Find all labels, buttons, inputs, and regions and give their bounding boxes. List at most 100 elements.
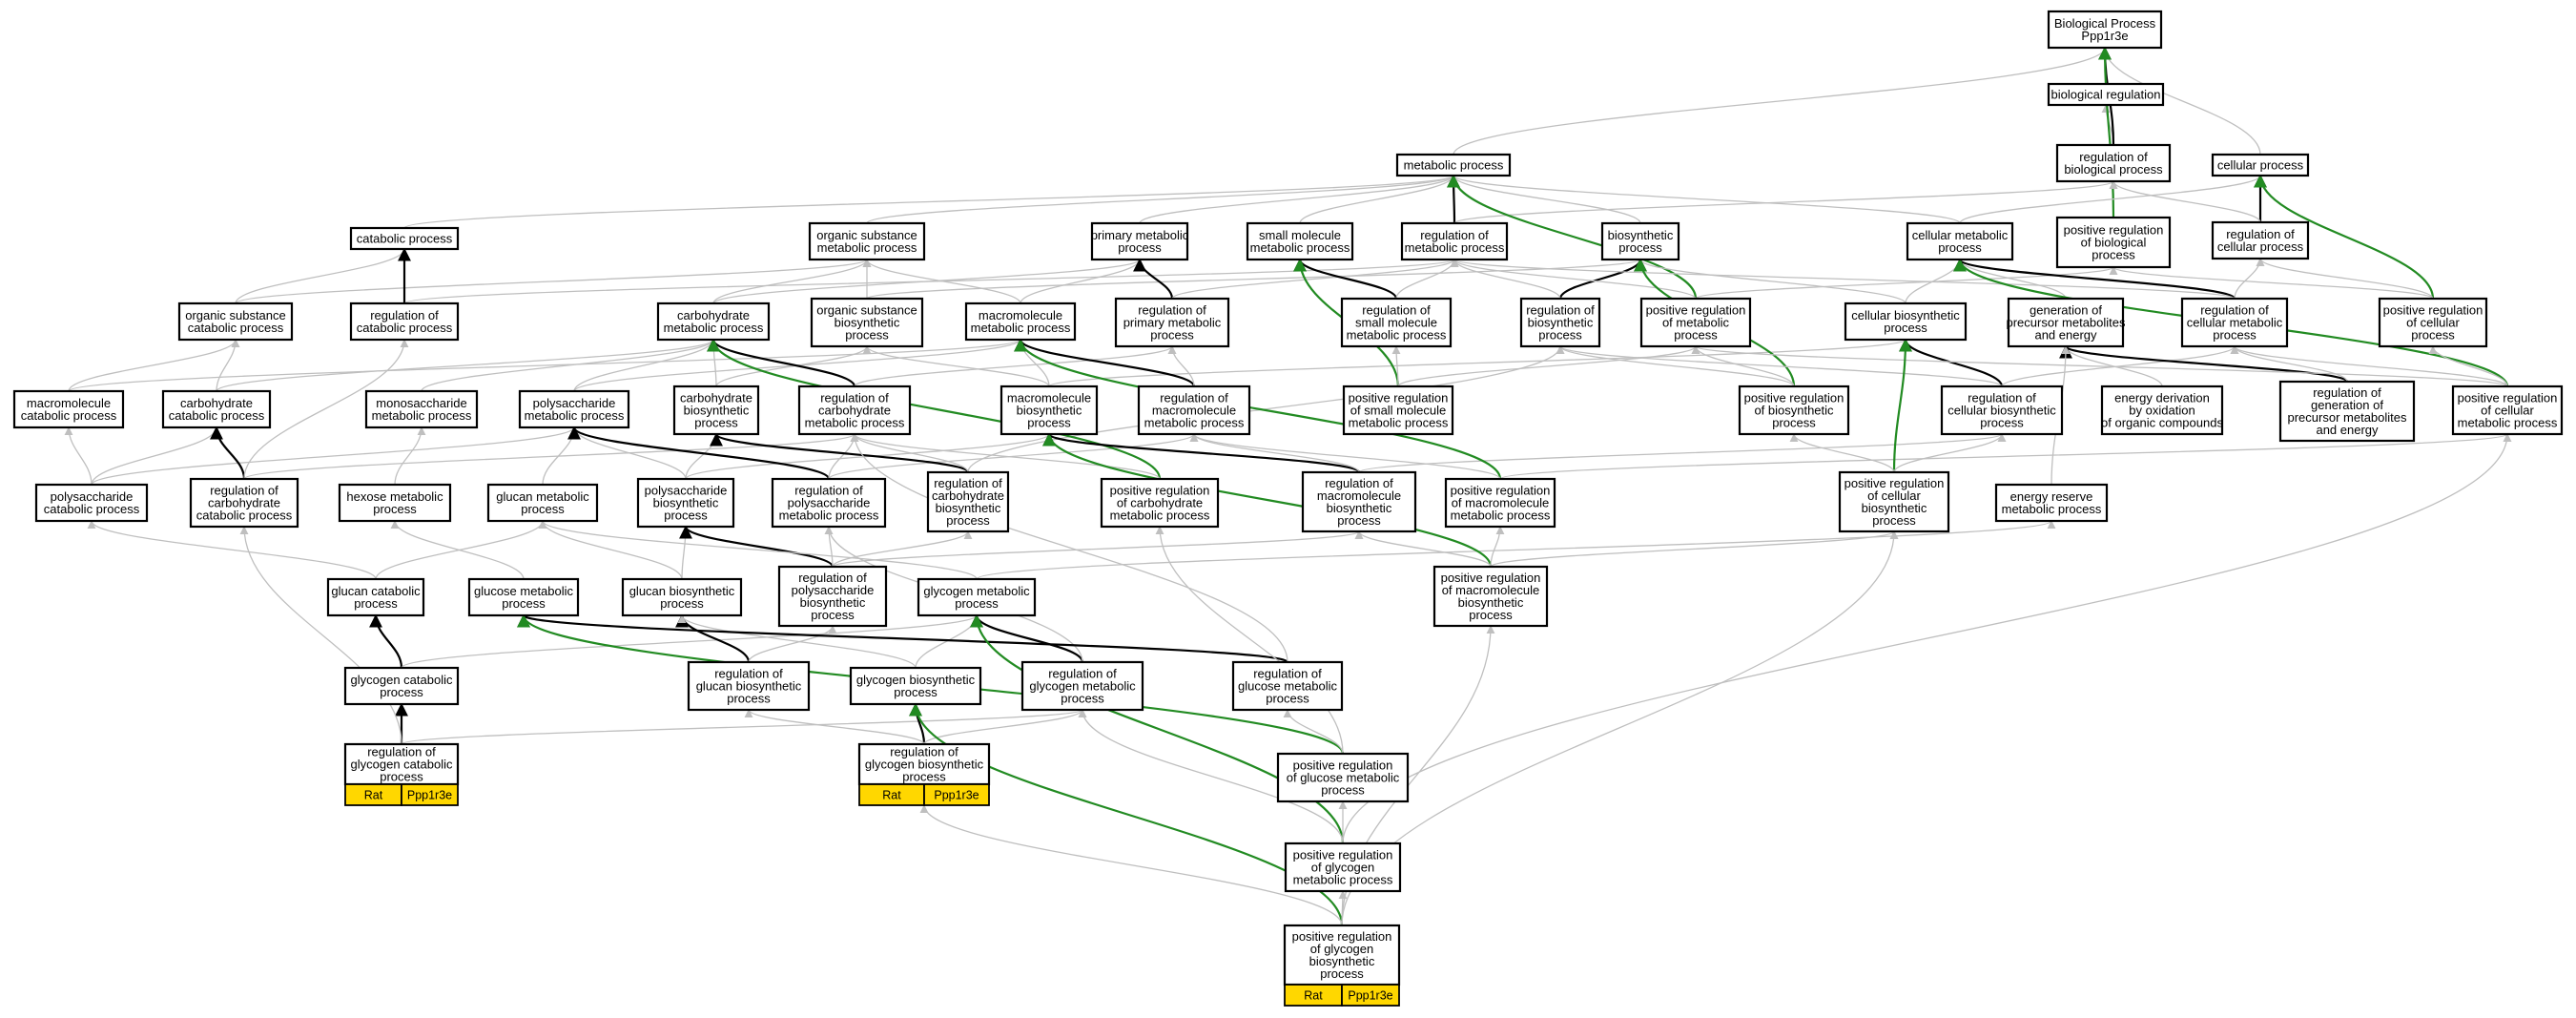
term-label-line: positive regulation xyxy=(1844,476,1945,490)
term-label-line: hexose metabolic xyxy=(346,489,443,504)
term-box xyxy=(189,477,299,529)
term-box xyxy=(34,483,149,523)
edge-regprim-to-regmetab xyxy=(1171,259,1459,300)
term-node-regcarbbio[interactable]: regulation ofcarbohydratebiosyntheticpro… xyxy=(926,470,1010,533)
edge-glycobio-to-glucanbio xyxy=(677,614,917,669)
term-label-line: and energy xyxy=(2034,328,2097,343)
term-node-regpolysacbio[interactable]: regulation ofpolysaccharidebiosyntheticp… xyxy=(777,565,888,628)
term-label-line: precursor metabolites xyxy=(2288,410,2407,425)
term-box xyxy=(343,666,460,706)
edge-posregglycomet-to-glycomet xyxy=(970,613,1345,844)
term-node-breg[interactable]: biological regulation xyxy=(2047,82,2165,107)
term-label-line: of macromolecule xyxy=(1442,583,1540,597)
term-label-line: metabolic process xyxy=(2002,502,2102,516)
term-node-regmacrobio[interactable]: regulation ofmacromoleculebiosyntheticpr… xyxy=(1301,470,1417,533)
term-node-metab[interactable]: metabolic process xyxy=(1395,153,1512,177)
term-box xyxy=(1276,752,1410,803)
term-box xyxy=(1844,301,1968,342)
edge-glycomet-to-glucanmet xyxy=(538,520,978,580)
term-label-line: of cellular xyxy=(2481,404,2534,418)
term-label-line: positive regulation xyxy=(1110,484,1210,498)
term-box xyxy=(1090,221,1189,261)
term-label-line: process xyxy=(1266,692,1309,706)
term-label-line: process xyxy=(380,770,423,784)
term-label-line: carbohydrate xyxy=(208,496,280,510)
term-box xyxy=(2211,220,2310,260)
term-label-line: polysaccharide xyxy=(645,484,728,498)
term-box xyxy=(771,477,887,529)
term-label-line: positive regulation xyxy=(1293,758,1393,773)
term-node-catab[interactable]: catabolic process xyxy=(349,226,460,251)
term-node-cellproc[interactable]: cellular process xyxy=(2211,153,2310,177)
term-box xyxy=(1231,660,1344,712)
term-label-line: regulation of xyxy=(2079,150,2148,164)
term-label-line: catabolic process xyxy=(188,321,284,335)
term-label-line: metabolic process xyxy=(817,240,917,255)
